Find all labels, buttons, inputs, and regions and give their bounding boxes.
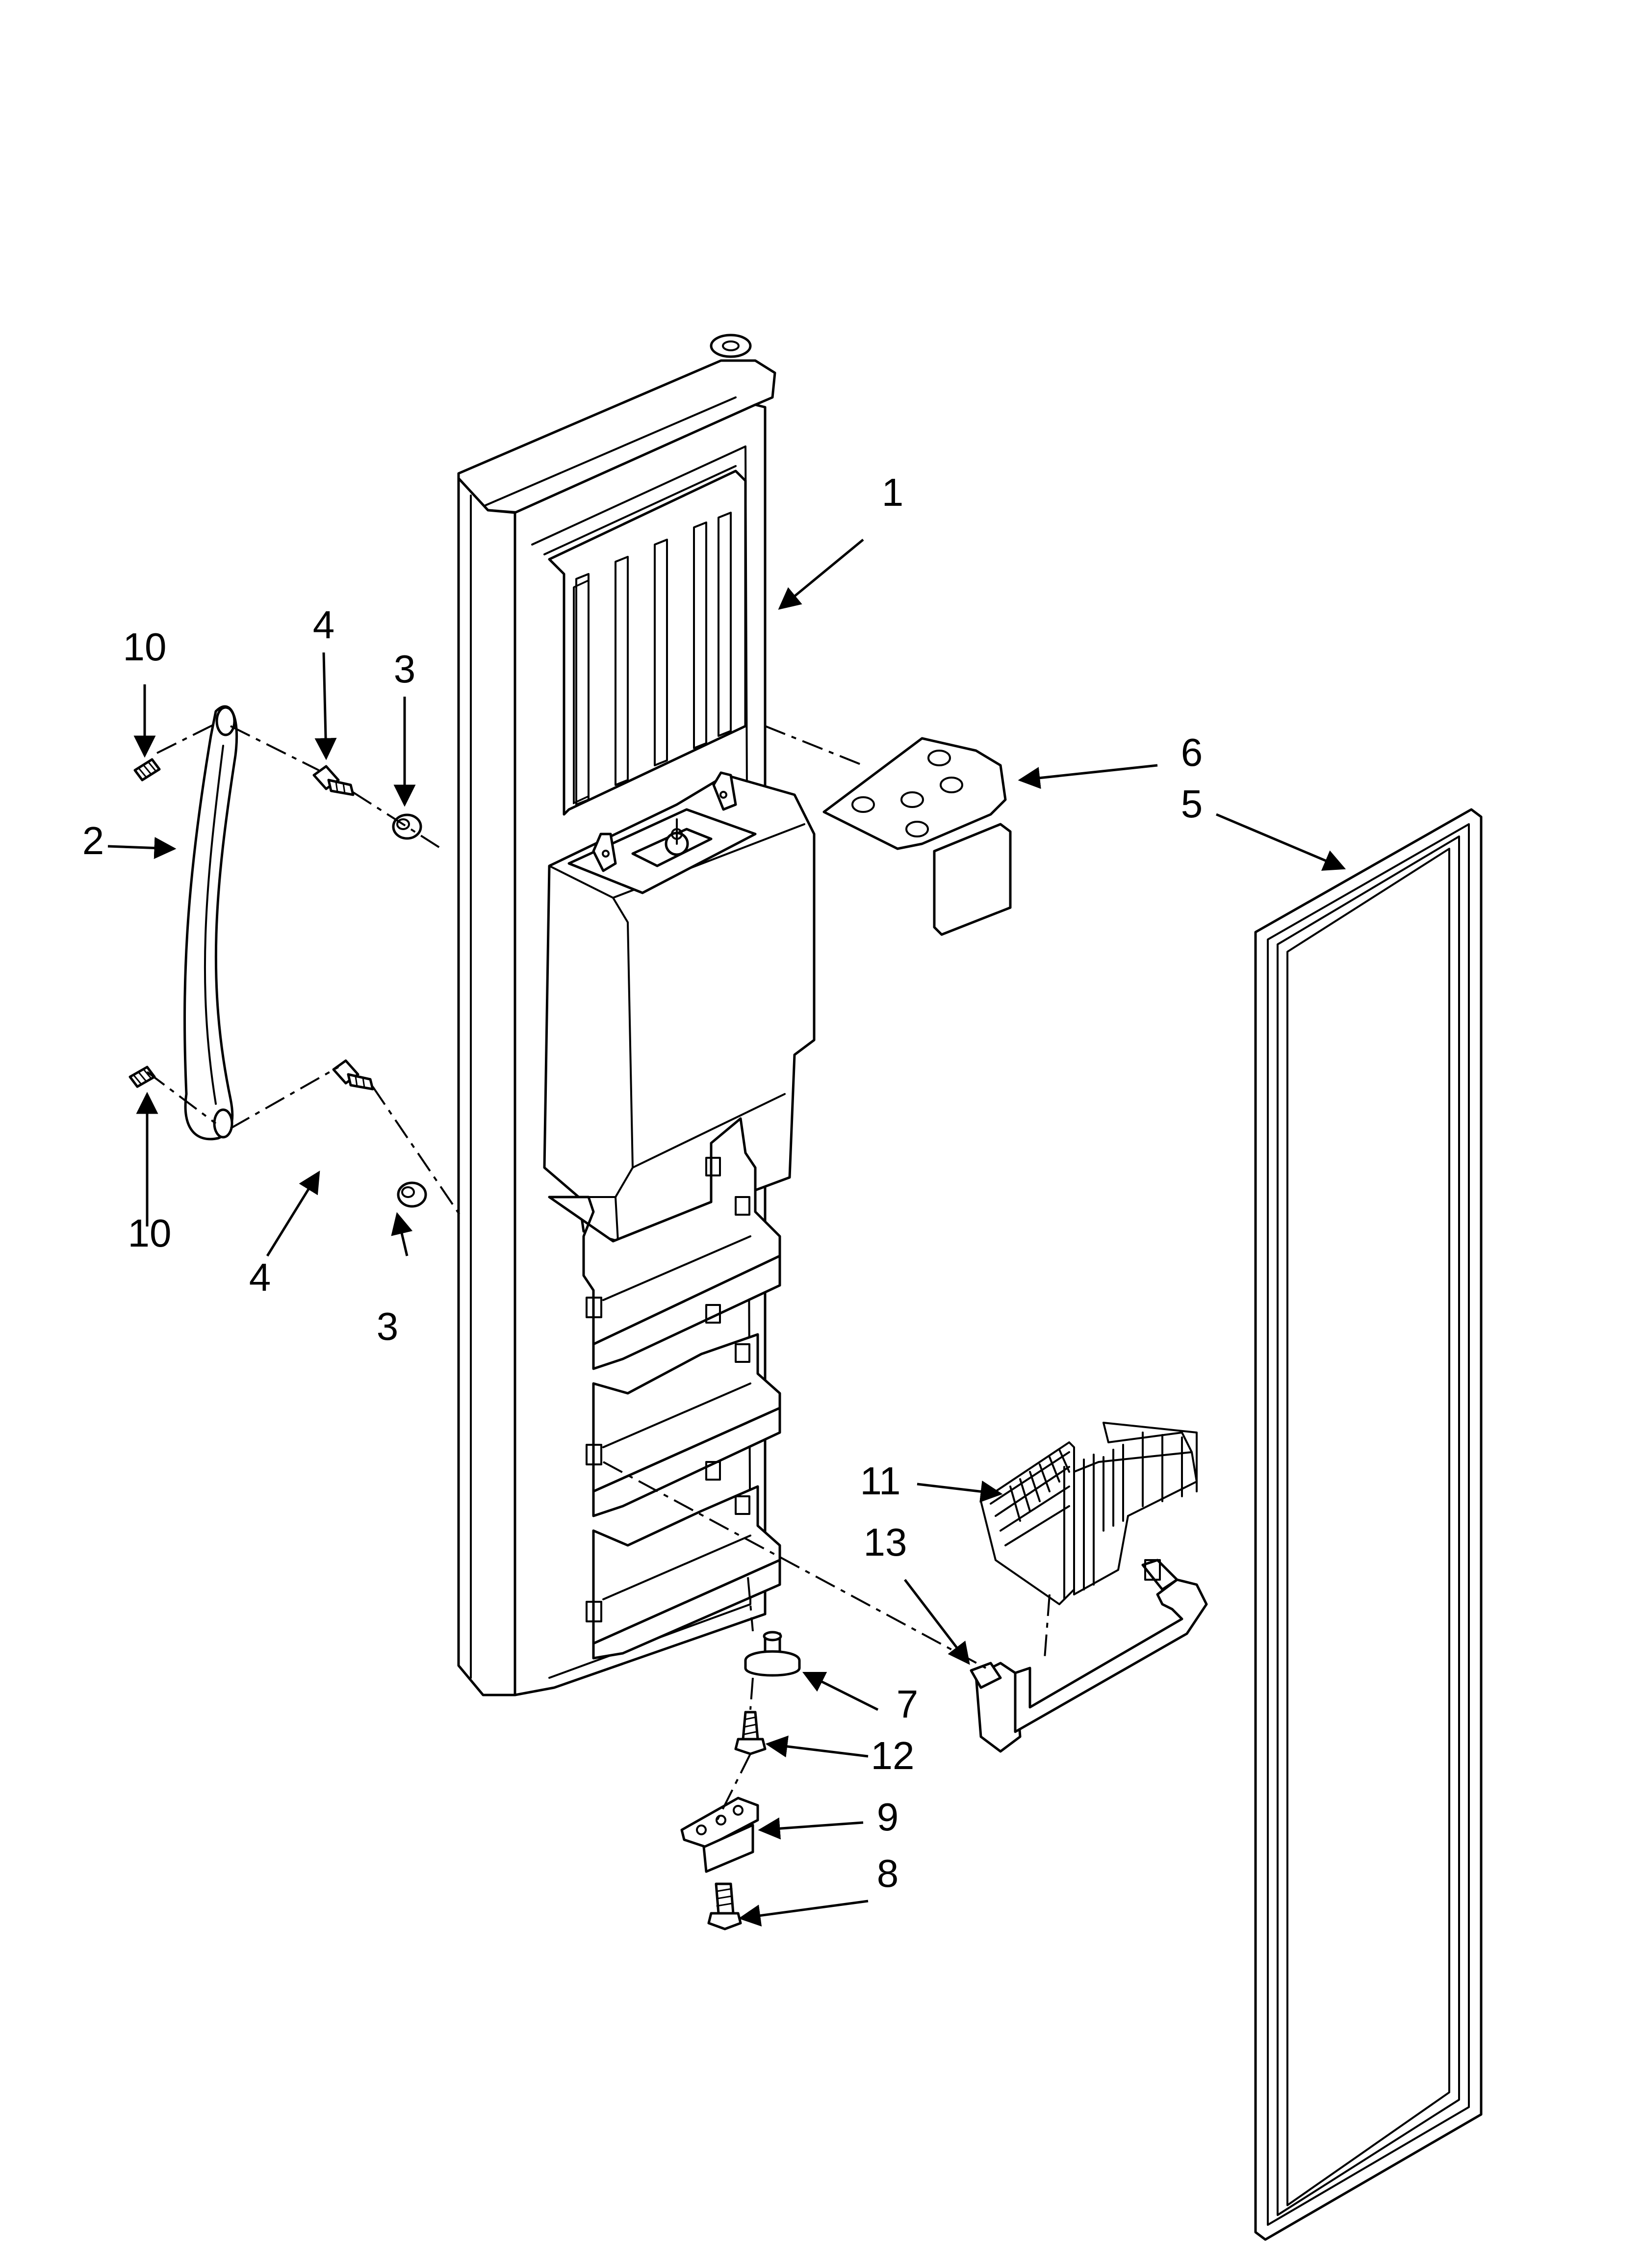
door-handle (183, 705, 238, 1141)
callout-13: 13 (864, 1520, 907, 1564)
dispenser-hinge-plate (822, 737, 1012, 936)
door-gasket (1254, 808, 1483, 2241)
door-assembly (457, 334, 816, 1696)
callout-4-lower: 4 (249, 1255, 271, 1299)
callout-5: 5 (1181, 782, 1203, 826)
callout-10-upper: 10 (123, 625, 167, 669)
lower-hinge-parts (680, 1631, 801, 1930)
basket-bracket (970, 1559, 1208, 1753)
door-shelves (548, 1117, 781, 1660)
callout-3-upper: 3 (394, 647, 416, 691)
callout-2: 2 (82, 819, 104, 862)
callout-labels: 1 2 3 3 4 4 5 6 7 8 9 10 10 11 12 13 (82, 470, 1203, 1895)
wire-basket (980, 1422, 1198, 1605)
callout-3-lower: 3 (377, 1304, 399, 1348)
callout-10-lower: 10 (128, 1211, 172, 1255)
callout-11: 11 (860, 1459, 900, 1503)
leader-arrows (107, 539, 1346, 1927)
callout-8: 8 (877, 1851, 899, 1895)
assembly-lines (146, 723, 1051, 1823)
callout-6: 6 (1181, 730, 1203, 774)
handle-fasteners (128, 758, 427, 1208)
callout-9: 9 (877, 1795, 899, 1839)
callout-7: 7 (897, 1682, 919, 1726)
callout-1: 1 (882, 470, 904, 514)
callout-4-upper: 4 (313, 603, 335, 647)
callout-12: 12 (871, 1734, 915, 1777)
